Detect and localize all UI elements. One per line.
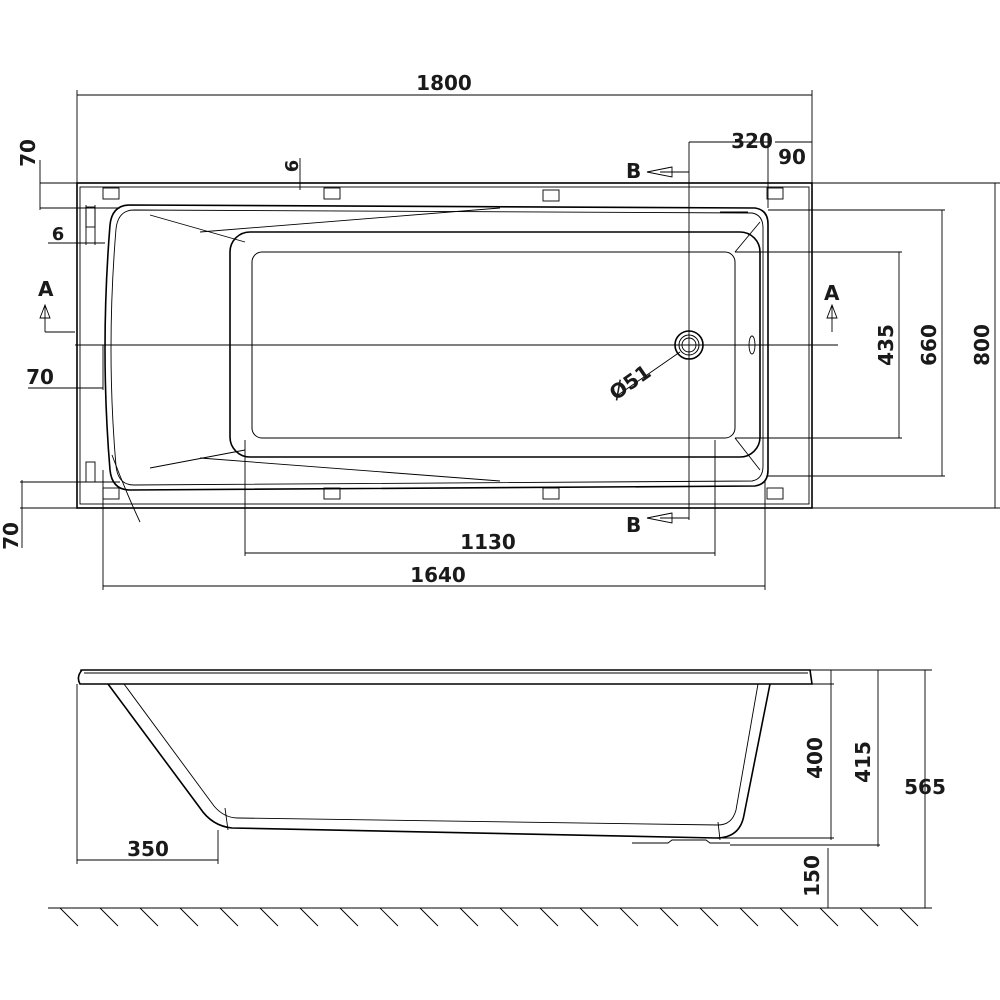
tab-top-1 xyxy=(102,187,120,200)
tab-bottom-3 xyxy=(542,487,560,500)
dim-1640: 1640 xyxy=(102,470,766,590)
dim-label-1640: 1640 xyxy=(410,563,466,587)
basin-floor-outer xyxy=(229,231,761,458)
tub-rim-inner-edge xyxy=(79,186,810,505)
dim-400: 400 xyxy=(716,670,834,840)
section-label-b-top: B xyxy=(626,159,641,183)
dim-660: 660 xyxy=(768,209,945,477)
dim-90: 90 xyxy=(775,141,812,169)
dim-label-800: 800 xyxy=(970,324,994,366)
dim-label-660: 660 xyxy=(917,324,941,366)
dim-drain-diameter: Ø51 xyxy=(605,351,681,405)
floor-hatch xyxy=(48,907,932,927)
plan-view: A A B B 1800 320 xyxy=(0,71,1000,590)
dim-70-top: 70 xyxy=(16,139,120,210)
mounting-tabs xyxy=(85,187,784,500)
section-label-b-bottom: B xyxy=(626,513,641,537)
tab-bottom-2 xyxy=(323,487,341,500)
tab-bottom-1 xyxy=(102,487,120,500)
dim-320: 320 xyxy=(689,129,773,208)
section-label-a-left: A xyxy=(38,277,54,301)
dim-label-350: 350 xyxy=(127,837,169,861)
tab-left-bottom xyxy=(85,461,96,483)
foot-slope-bottom xyxy=(734,437,761,471)
dim-70-bottom: 70 xyxy=(0,480,120,550)
dim-350: 350 xyxy=(76,684,219,864)
head-edge-arc xyxy=(111,454,141,523)
dim-6-side: 6 xyxy=(48,205,105,245)
dim-label-320: 320 xyxy=(731,129,773,153)
basin-outline xyxy=(104,204,769,491)
side-body-bends xyxy=(224,807,721,841)
tab-top-2 xyxy=(323,187,341,200)
dim-label-90: 90 xyxy=(778,145,806,169)
side-slope-line-bottom xyxy=(199,457,501,482)
dim-label-1130: 1130 xyxy=(460,530,516,554)
dim-label-565: 565 xyxy=(904,775,946,799)
dim-label-70-bottom: 70 xyxy=(0,522,23,550)
section-marker-b-top: B xyxy=(626,159,689,183)
dim-435: 435 xyxy=(735,251,902,439)
dim-label-70-top: 70 xyxy=(16,139,40,167)
tab-top-3 xyxy=(542,189,560,202)
foot-slope-top xyxy=(734,221,761,253)
tab-left-top xyxy=(85,206,96,228)
dim-label-6-side: 6 xyxy=(52,224,65,245)
dim-1800: 1800 xyxy=(76,71,813,183)
section-marker-a-left: A xyxy=(38,277,75,333)
dim-1130: 1130 xyxy=(244,440,716,556)
dim-label-415: 415 xyxy=(851,741,875,783)
dim-label-1800: 1800 xyxy=(416,71,472,95)
dim-label-drain-diameter: Ø51 xyxy=(605,360,655,405)
side-body-outer xyxy=(107,683,771,839)
side-body-inner xyxy=(123,683,759,826)
section-label-a-right: A xyxy=(824,281,840,305)
head-slope-line-top xyxy=(149,214,246,243)
dim-label-6-top: 6 xyxy=(282,160,303,173)
side-rim xyxy=(77,669,813,685)
side-view: 350 400 415 565 150 xyxy=(48,669,946,927)
dim-label-70-side: 70 xyxy=(26,365,54,389)
tab-top-4 xyxy=(766,187,784,200)
dim-150: 150 xyxy=(800,848,829,908)
dim-label-400: 400 xyxy=(803,737,827,779)
dim-6-top: 6 xyxy=(282,158,303,190)
dim-label-150: 150 xyxy=(800,855,824,897)
side-slope-line-top xyxy=(199,207,501,233)
dim-800: 800 xyxy=(812,182,1000,509)
dim-415: 415 xyxy=(730,670,880,847)
dim-565: 565 xyxy=(904,670,946,908)
section-marker-b-bottom: B xyxy=(626,512,689,537)
dim-70-side: 70 xyxy=(26,345,104,390)
section-marker-a-right: A xyxy=(824,281,840,332)
head-slope-line-bottom xyxy=(149,449,246,469)
tab-bottom-4 xyxy=(766,487,784,500)
waste-outlet xyxy=(632,839,730,844)
basin-outline-inner xyxy=(110,209,764,486)
dim-label-435: 435 xyxy=(874,324,898,366)
